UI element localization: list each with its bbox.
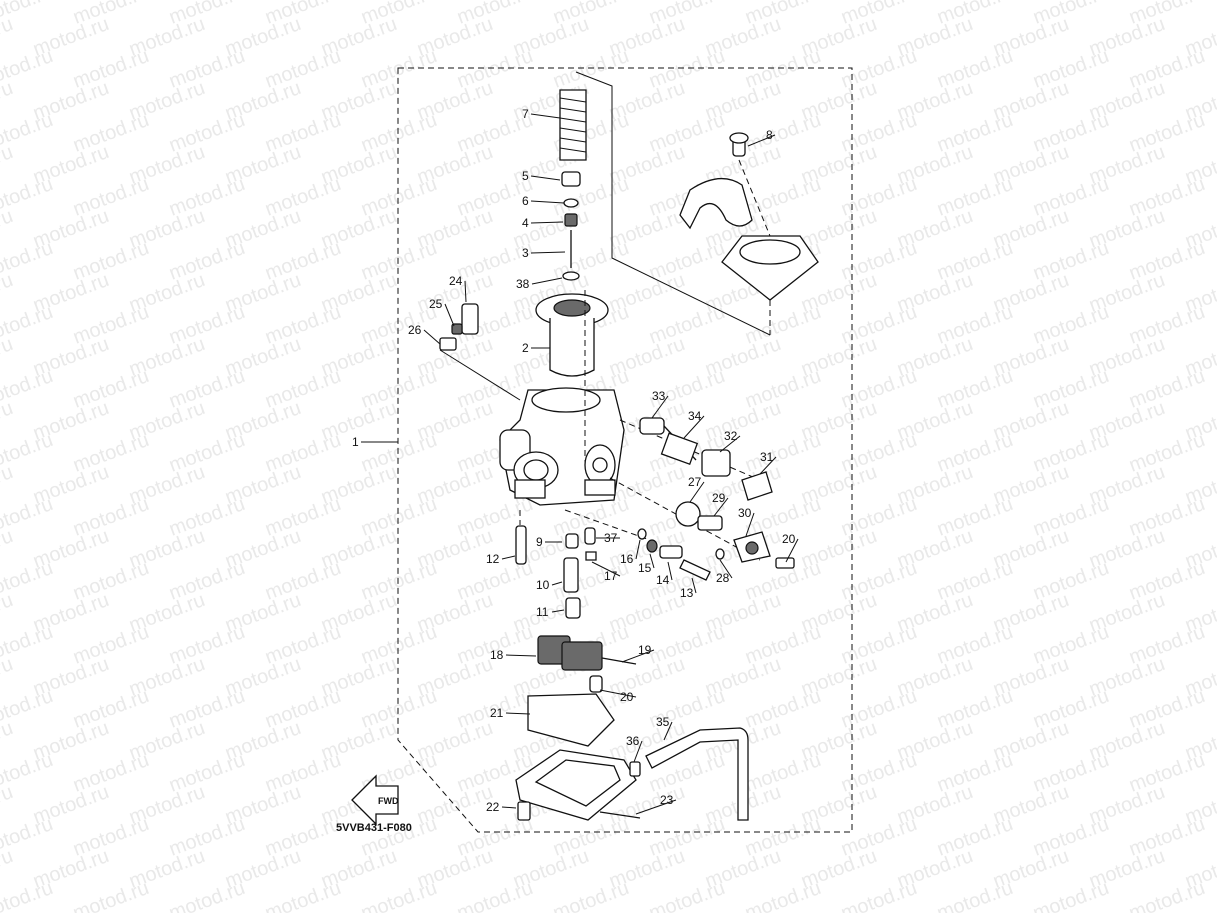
- callout-label: 9: [536, 535, 543, 549]
- callout-label: 36: [626, 734, 640, 748]
- callout-label: 19: [638, 643, 652, 657]
- spring-needle-stack: [559, 89, 587, 281]
- callout-label: 4: [522, 216, 529, 230]
- callout-leader: [530, 251, 566, 254]
- callout-leader: [691, 577, 697, 594]
- callout-label: 6: [522, 194, 529, 208]
- callout-leader: [599, 689, 637, 698]
- callout-label: 20: [620, 690, 634, 704]
- callout-label: 8: [766, 128, 773, 142]
- callout-label: 10: [536, 578, 550, 592]
- callout-leader: [591, 561, 621, 577]
- callout-leader: [501, 806, 517, 809]
- callout-label: 20: [782, 532, 796, 546]
- callout-leader: [719, 559, 733, 579]
- callout-label: 18: [490, 648, 504, 662]
- bowl-parts: [515, 693, 749, 821]
- choke-parts: [639, 417, 795, 569]
- cover-bracket-group: [679, 132, 819, 335]
- callout-leader: [531, 277, 563, 285]
- callout-label: 33: [652, 389, 666, 403]
- callout-leader: [635, 539, 641, 560]
- callout-leader: [649, 553, 655, 569]
- callout-leader: [745, 512, 755, 537]
- callout-leader: [747, 134, 776, 147]
- piston-diaphragm: [535, 293, 609, 377]
- callout-leader: [663, 721, 673, 741]
- callout-label: 32: [724, 429, 738, 443]
- callout-label: 29: [712, 491, 726, 505]
- jet-parts: [515, 525, 725, 619]
- callout-leader: [505, 712, 531, 715]
- callout-leader: [530, 200, 565, 204]
- callout-leader: [423, 329, 441, 345]
- callout-leader: [713, 497, 729, 517]
- callout-label: 1: [352, 435, 359, 449]
- callout-label: 14: [656, 573, 670, 587]
- assembly-boundary: [397, 67, 853, 833]
- fwd-label: FWD: [378, 796, 399, 806]
- callout-leader: [530, 175, 561, 181]
- callout-leader: [667, 561, 673, 581]
- callout-label: 24: [449, 274, 463, 288]
- callout-label: 35: [656, 715, 670, 729]
- callout-leader: [651, 395, 669, 419]
- callout-label: 22: [486, 800, 500, 814]
- callout-leader: [621, 649, 655, 663]
- callout-label: 30: [738, 506, 752, 520]
- callout-leader: [785, 538, 799, 563]
- callout-label: 3: [522, 246, 529, 260]
- callout-label: 25: [429, 297, 443, 311]
- callout-leader: [464, 280, 467, 303]
- callout-leader: [501, 555, 516, 560]
- float-parts: [537, 635, 637, 693]
- callout-label: 27: [688, 475, 702, 489]
- callout-label: 12: [486, 552, 500, 566]
- callout-leader: [633, 740, 643, 763]
- callout-leader: [551, 581, 563, 586]
- callout-leader: [719, 435, 741, 453]
- callout-label: 31: [760, 450, 774, 464]
- callout-label: 34: [688, 409, 702, 423]
- callout-label: 26: [408, 323, 422, 337]
- diagram-code: 5VVB431-F080: [336, 822, 412, 834]
- callout-label: 2: [522, 341, 529, 355]
- callout-leader: [689, 481, 705, 503]
- fwd-arrow: FWD: [351, 774, 399, 826]
- callout-label: 11: [536, 605, 549, 619]
- callout-label: 5: [522, 169, 529, 183]
- callout-label: 23: [660, 793, 674, 807]
- callout-leader: [530, 113, 561, 119]
- stop-screw-set: [439, 303, 521, 401]
- callout-label: 13: [680, 586, 694, 600]
- callout-leader: [444, 303, 455, 327]
- callout-label: 21: [490, 706, 504, 720]
- callout-label: 28: [716, 571, 730, 585]
- callout-label: 16: [620, 552, 634, 566]
- callout-leader: [551, 609, 565, 613]
- callout-leader: [635, 799, 677, 815]
- callout-leader: [505, 654, 537, 657]
- callout-label: 7: [522, 107, 529, 121]
- carburetor-body: [499, 387, 625, 506]
- assembly-guide-line: [575, 71, 771, 336]
- callout-leader: [530, 221, 564, 224]
- callout-label: 38: [516, 277, 530, 291]
- callout-leader: [683, 415, 705, 439]
- callout-label: 15: [638, 561, 652, 575]
- callout-label: 17: [604, 569, 618, 583]
- callout-leader: [759, 456, 777, 475]
